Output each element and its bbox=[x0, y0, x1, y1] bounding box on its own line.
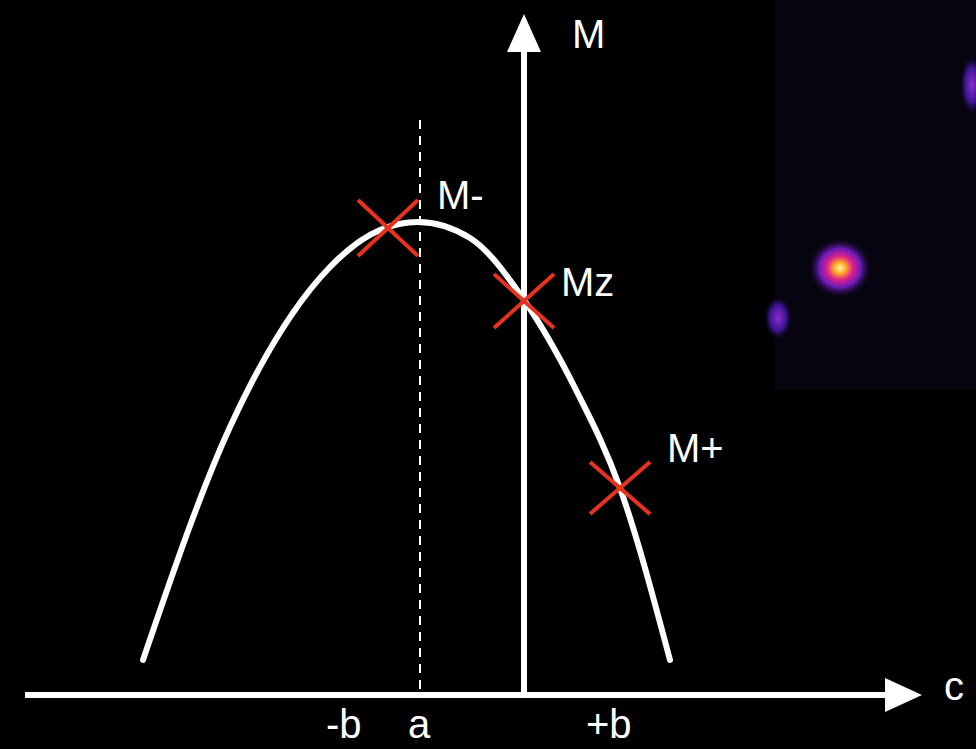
cross-mark bbox=[590, 462, 650, 514]
tick-label: -b bbox=[326, 704, 362, 744]
cross-mark bbox=[590, 462, 650, 514]
point-label: Mz bbox=[561, 262, 614, 302]
marker-crosses bbox=[358, 200, 650, 514]
cross-mark bbox=[358, 200, 418, 256]
y-axis bbox=[521, 40, 527, 698]
axis-label: c bbox=[944, 666, 964, 706]
cross-mark bbox=[494, 274, 554, 328]
axis-label: M bbox=[572, 14, 605, 54]
point-label: M+ bbox=[667, 428, 724, 468]
cross-mark bbox=[358, 200, 418, 256]
tick-label: +b bbox=[586, 704, 632, 744]
faint-spot bbox=[960, 55, 976, 115]
faint-spot bbox=[764, 296, 792, 340]
dashed-line bbox=[419, 120, 421, 690]
microscope-image bbox=[775, 0, 976, 390]
parabola-curve bbox=[143, 222, 670, 660]
x-axis bbox=[25, 692, 895, 698]
bright-spot bbox=[808, 238, 872, 298]
point-label: M- bbox=[437, 175, 484, 215]
axis-arrowhead bbox=[885, 678, 922, 712]
axis-arrowhead bbox=[507, 14, 541, 52]
cross-mark bbox=[494, 274, 554, 328]
tick-label: a bbox=[408, 704, 430, 744]
